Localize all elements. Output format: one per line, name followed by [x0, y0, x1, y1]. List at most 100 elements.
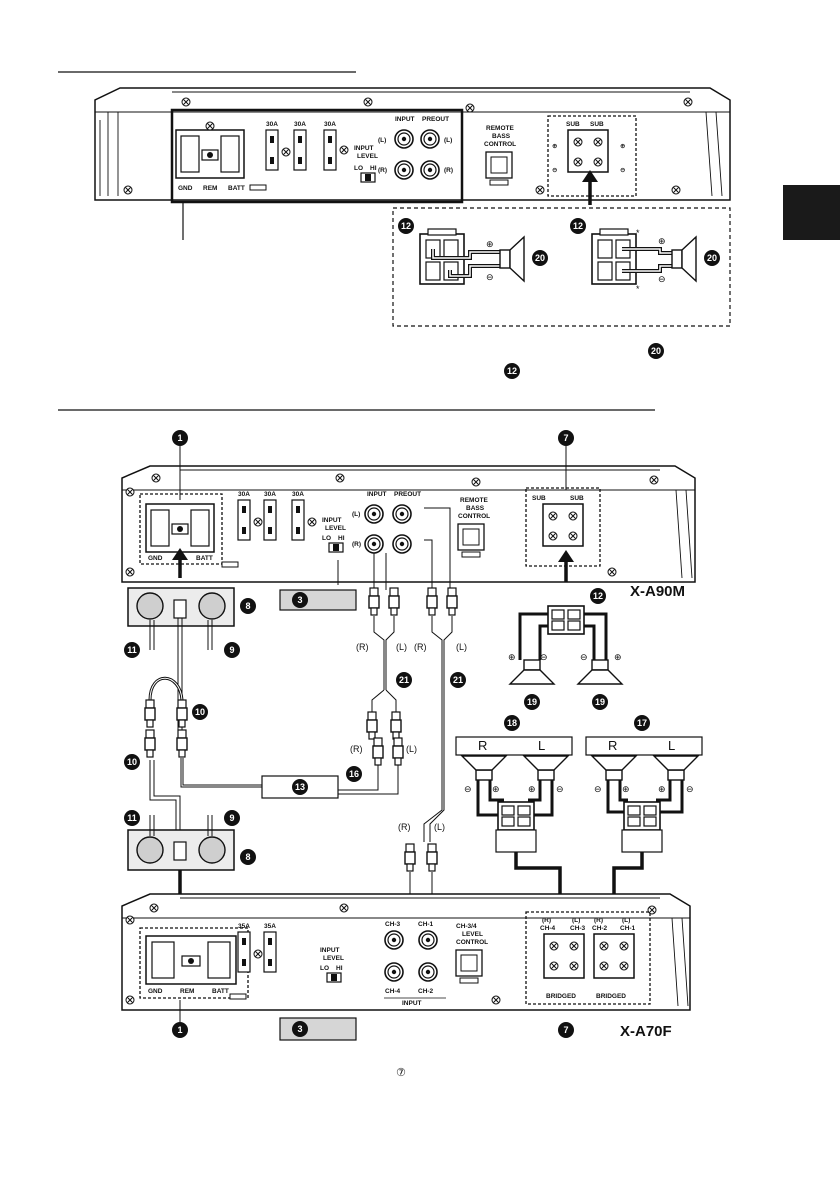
- input-r-jack[interactable]: [394, 160, 414, 180]
- detail1-plus: ⊕: [486, 239, 494, 249]
- bottom-lo-label: LO: [320, 965, 329, 972]
- lo-label: LO: [354, 165, 363, 172]
- svg-text:9: 9: [229, 645, 234, 655]
- mid-fuse-label-2: 30A: [264, 491, 276, 498]
- detail2-star-top: *: [636, 228, 640, 238]
- marker-12-left: 12: [398, 218, 414, 234]
- ch1-label: CH-1: [418, 921, 434, 928]
- preout-r-jack[interactable]: [420, 160, 440, 180]
- detail2-plus: ⊕: [658, 236, 666, 246]
- power-plug-bottom: [127, 829, 235, 871]
- ch34-output-terminal[interactable]: [543, 933, 585, 979]
- speaker-connection-detail-single: ⊕ ⊖: [419, 228, 525, 285]
- remote-bass-control-port[interactable]: [485, 151, 513, 186]
- marker-1-top: 1: [172, 430, 188, 446]
- sub-terminal-block[interactable]: [567, 129, 609, 173]
- mid-input-r-jack[interactable]: [364, 534, 384, 554]
- marker-18: 18: [504, 715, 520, 731]
- mid-fuse-2[interactable]: [263, 499, 277, 541]
- rear-l-minus: ⊖: [686, 784, 694, 794]
- rear-r-minus: ⊖: [594, 784, 602, 794]
- power-plug-top: [127, 587, 235, 627]
- sub-spk1-plus: ⊕: [508, 652, 516, 662]
- sub-spk1-minus: ⊖: [540, 652, 548, 662]
- input-l-jack[interactable]: [394, 129, 414, 149]
- cable-r-label-2: (R): [414, 642, 427, 652]
- svg-text:19: 19: [595, 697, 605, 707]
- bottom-power-terminal-block[interactable]: [145, 935, 237, 985]
- marker-7-top: 7: [558, 430, 574, 446]
- marker-20-inline: 20: [648, 343, 664, 359]
- mid-preout-l-jack[interactable]: [392, 504, 412, 524]
- front-l-minus: ⊖: [556, 784, 564, 794]
- ch4-label: CH-4: [385, 988, 401, 995]
- mid-preout-r-jack[interactable]: [392, 534, 412, 554]
- ch2-jack[interactable]: [418, 962, 438, 982]
- preout-right-label: (R): [444, 167, 453, 174]
- component-box-3-bottom: [279, 1017, 357, 1041]
- mid-input-l-jack[interactable]: [364, 504, 384, 524]
- svg-text:20: 20: [651, 346, 661, 356]
- ch12-output-terminal[interactable]: [593, 933, 635, 979]
- bottom-fuse-2[interactable]: [263, 931, 277, 973]
- bottom-model-label: X-A70F: [620, 1023, 672, 1040]
- level-control-label-1: CH-3/4: [456, 923, 477, 930]
- bottom-input-level-switch[interactable]: [326, 972, 342, 983]
- speaker-detail-box: [392, 207, 731, 327]
- sub-speaker-plug: [547, 605, 585, 635]
- hi-label: HI: [370, 165, 377, 172]
- marker-8-top: 8: [240, 598, 256, 614]
- bottom-fuse-1[interactable]: [237, 931, 251, 973]
- mid-gnd-label: GND: [148, 555, 163, 562]
- detail2-star-bottom: *: [636, 284, 640, 294]
- mid-remote-bass-control-port[interactable]: [457, 523, 485, 558]
- marker-19-right: 19: [592, 694, 608, 710]
- ch4-jack[interactable]: [384, 962, 404, 982]
- fuse-2[interactable]: [293, 129, 307, 171]
- ch34-level-control-port[interactable]: [455, 949, 483, 984]
- bottom-gnd-label: GND: [148, 988, 163, 995]
- marker-19-left: 19: [524, 694, 540, 710]
- mid-input-level-switch[interactable]: [328, 542, 344, 553]
- gnd-label: GND: [178, 185, 193, 192]
- mid-sub-label-2: SUB: [570, 495, 584, 502]
- out-ch3-label: CH-3: [570, 925, 586, 932]
- ch1-jack[interactable]: [418, 930, 438, 950]
- marker-7-bottom: 7: [558, 1022, 574, 1038]
- ch3-jack[interactable]: [384, 930, 404, 950]
- mid-remote-label-2: BASS: [466, 505, 485, 512]
- svg-text:7: 7: [563, 1025, 568, 1035]
- bottom-amplifier-panel: GND REM BATT 35A 35A INPUT LEVEL LO HI C…: [121, 893, 691, 1011]
- power-terminal-block[interactable]: [175, 121, 245, 179]
- svg-text:21: 21: [453, 675, 463, 685]
- marker-13: 13: [292, 779, 308, 795]
- mid-input-right-label: (R): [352, 541, 361, 548]
- mid-sub-terminal-block[interactable]: [542, 503, 584, 547]
- svg-text:19: 19: [527, 697, 537, 707]
- mid-power-terminal-block[interactable]: [145, 503, 215, 553]
- marker-9-top: 9: [224, 642, 240, 658]
- input-level-switch[interactable]: [360, 172, 376, 183]
- fuse-3[interactable]: [323, 129, 337, 171]
- preout-l-jack[interactable]: [420, 129, 440, 149]
- sub-plus-right: ⊕: [620, 143, 625, 150]
- front-r-plus: ⊕: [492, 784, 500, 794]
- svg-text:11: 11: [127, 813, 137, 823]
- front-speaker-plug: [497, 801, 535, 831]
- mid-sub-label-1: SUB: [532, 495, 546, 502]
- mid-fuse-1[interactable]: [237, 499, 251, 541]
- bottom-input-label: INPUT: [402, 1000, 422, 1007]
- svg-text:1: 1: [177, 1025, 182, 1035]
- front-l-label: L: [538, 738, 545, 753]
- svg-text:8: 8: [245, 852, 250, 862]
- fuse-1[interactable]: [265, 129, 279, 171]
- rear-l-label: L: [668, 738, 675, 753]
- remote-label-2: BASS: [492, 133, 511, 140]
- preout-left-label: (L): [444, 137, 452, 144]
- mid-lo-label: LO: [322, 535, 331, 542]
- ch3-label: CH-3: [385, 921, 401, 928]
- fuse-label-2: 30A: [294, 121, 306, 128]
- mid-fuse-3[interactable]: [291, 499, 305, 541]
- svg-text:8: 8: [245, 601, 250, 611]
